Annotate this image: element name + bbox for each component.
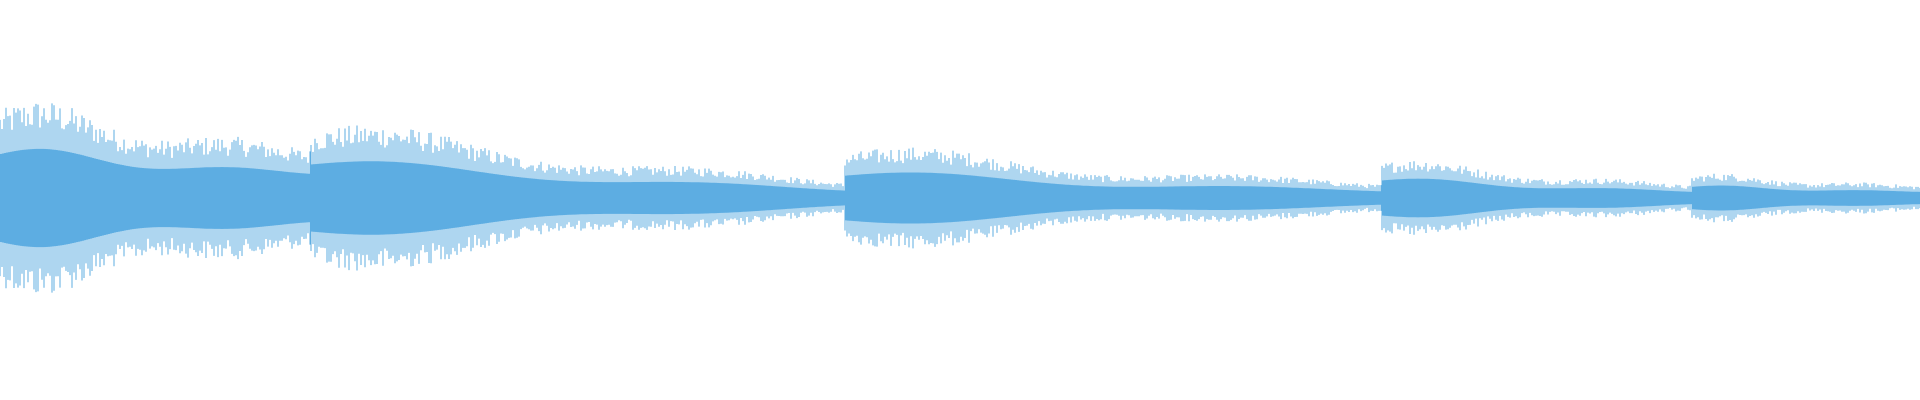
waveform-segment	[1381, 161, 1693, 235]
waveform-segment	[844, 147, 1382, 249]
waveform-peaks	[1691, 173, 1920, 223]
waveform-peaks	[0, 103, 311, 293]
waveform-segment	[310, 125, 846, 271]
waveform-peaks	[310, 125, 846, 271]
waveform-peaks	[1381, 161, 1693, 235]
waveform-track	[0, 103, 1920, 293]
waveform-segment	[1691, 173, 1920, 223]
waveform-peaks	[844, 147, 1382, 249]
waveform-segment	[0, 103, 311, 293]
